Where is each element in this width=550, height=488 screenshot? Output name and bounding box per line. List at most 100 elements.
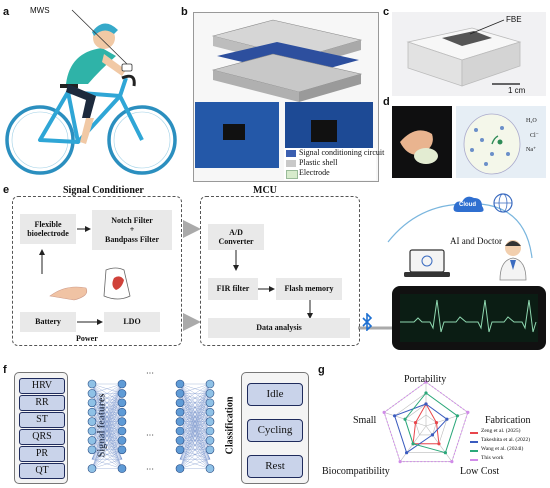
ecg-trace	[400, 294, 538, 342]
legend-shell: Plastic shell	[299, 158, 338, 167]
network-node	[205, 426, 215, 436]
radar-point	[398, 459, 402, 464]
radar-point	[382, 410, 386, 415]
network-node	[117, 445, 127, 455]
feature-qt: QT	[19, 463, 65, 479]
network-node	[175, 389, 185, 398]
network-node	[117, 426, 127, 436]
handlebar	[121, 74, 136, 87]
network-node	[117, 417, 127, 426]
axis-biocompatibility: Biocompatibility	[322, 466, 390, 477]
radar-point	[455, 414, 459, 418]
feature-rr: RR	[19, 395, 65, 411]
helmet	[92, 23, 118, 36]
radar-point	[445, 417, 449, 421]
legend-swatch-electrode	[286, 170, 298, 179]
network-node	[205, 464, 215, 473]
ion-h2o: H₂O	[526, 118, 537, 124]
legend-electrode: Electrode	[299, 168, 330, 177]
network-node	[205, 436, 215, 445]
neural-network: ·········	[87, 369, 215, 474]
bike-frame	[38, 77, 144, 144]
legend-takeshita: Takeshita et al. (2022)	[481, 437, 531, 443]
network-node	[175, 379, 185, 389]
ldo-label: LDO	[123, 317, 141, 327]
network-node	[87, 426, 97, 436]
network-node	[117, 436, 127, 445]
front-wheel	[107, 105, 177, 175]
ldo-block: LDO	[104, 312, 160, 332]
network-node	[117, 389, 127, 398]
mcu-box	[200, 196, 360, 346]
panel-label-g: g	[318, 364, 325, 376]
flexible-bioelectrode-block: Flexible bioelectrode	[20, 214, 76, 244]
network-node	[87, 398, 97, 408]
legend-marker-wang	[470, 450, 478, 452]
network-node	[205, 445, 215, 455]
panel-label-e: e	[3, 184, 10, 196]
radar-series-line	[393, 403, 448, 454]
network-node	[205, 417, 215, 426]
network-node	[87, 389, 97, 398]
network-node	[175, 436, 185, 445]
network-node	[205, 407, 215, 417]
network-node	[117, 407, 127, 417]
legend-marker-zeng	[470, 432, 478, 434]
radar-point	[403, 417, 407, 421]
signal-conditioner-box	[12, 196, 182, 346]
laptop-icon	[404, 249, 450, 277]
axis-low-cost: Low Cost	[460, 466, 500, 477]
bandpass-filter-label: Bandpass Filter	[104, 234, 159, 244]
network-node	[175, 445, 185, 455]
radar-series-line	[412, 402, 440, 445]
notch-filter-label: Notch Filter	[111, 216, 153, 226]
battery-label: Battery	[35, 317, 61, 327]
network-node	[175, 426, 185, 436]
network-node	[175, 417, 185, 426]
radar-point	[443, 451, 447, 455]
network-node	[175, 464, 185, 473]
radar-point	[466, 410, 470, 415]
cloud-label: Cloud	[459, 202, 476, 208]
network-node	[117, 398, 127, 408]
scale-label: 1 cm	[508, 86, 526, 95]
network-node	[175, 398, 185, 408]
mws-label: MWS	[30, 6, 50, 15]
panel-b-legend: Signal conditioning circuit Plastic shel…	[284, 148, 384, 180]
doctor-icon	[499, 240, 527, 281]
rider-arm	[102, 54, 126, 76]
legend-zeng: Zeng et al. (2025)	[481, 428, 521, 434]
panel-label-c: c	[383, 6, 390, 18]
body-sensor-sketch	[49, 267, 131, 301]
feature-qrs: QRS	[19, 429, 65, 445]
ad-label: A/D	[229, 227, 243, 237]
network-node	[87, 445, 97, 455]
cyclist-illustration	[5, 9, 177, 175]
mws-device	[121, 63, 133, 72]
device-exploded-view	[195, 19, 373, 168]
network-ellipsis: ···	[146, 465, 154, 474]
radar-point	[393, 414, 397, 418]
converter-label: Converter	[218, 237, 254, 246]
class-cycling: Cycling	[247, 419, 303, 442]
network-ellipsis: ···	[146, 431, 154, 440]
radar-point	[430, 433, 435, 437]
axis-small: Small	[353, 415, 377, 426]
legend-marker-this-work	[470, 459, 478, 461]
heart-icon	[112, 276, 124, 290]
radar-point	[413, 421, 418, 425]
classification-title: Classification	[224, 396, 236, 455]
rider-shorts	[66, 84, 96, 118]
network-node	[205, 398, 215, 408]
radar-legend: Zeng et al. (2025) Takeshita et al. (202…	[470, 428, 548, 468]
legend-circuit: Signal conditioning circuit	[299, 148, 385, 157]
network-node	[175, 407, 185, 417]
radar-point	[405, 451, 409, 455]
cloud-icon	[453, 196, 484, 212]
panel-label-f: f	[3, 364, 7, 376]
bluetooth-icon	[362, 313, 373, 331]
radar-series-line	[383, 381, 469, 463]
fbe-label: FBE	[506, 15, 522, 24]
feature-hrv: HRV	[19, 378, 65, 394]
radar-point	[411, 442, 415, 446]
